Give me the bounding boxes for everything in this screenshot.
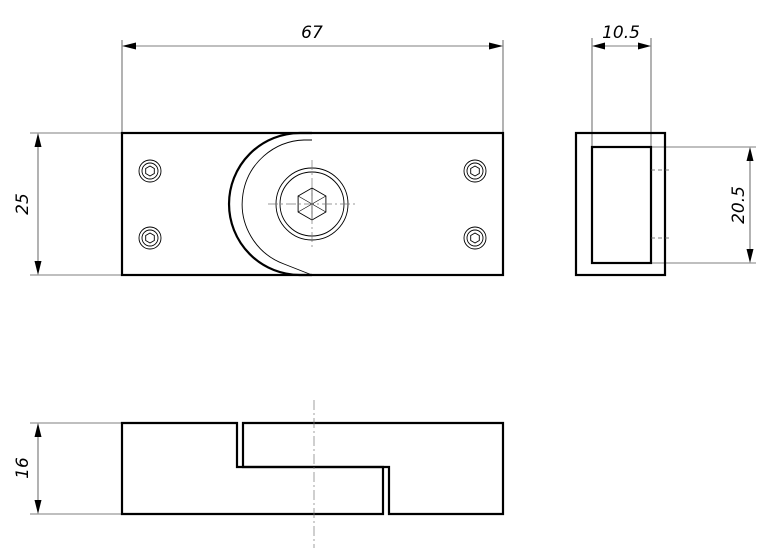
screw-top-right [463,159,487,183]
side-view-slot [590,145,653,265]
center-bolt [268,160,356,248]
dimension-side-width: 10.5 [591,23,652,147]
bottom-view: 16 [13,400,505,548]
dimension-bottom-height: 16 [13,422,122,515]
front-view-outline [120,131,505,277]
bottom-view-left-part [120,421,385,516]
front-view: 67 25 [13,23,505,277]
dimension-length-label: 67 [301,23,323,43]
front-view-arc-outer [227,131,312,277]
dimension-side-height: 20.5 [651,146,756,264]
dimension-height: 25 [13,132,122,276]
dimension-bottom-height-label: 16 [13,457,33,479]
bottom-view-right-part [241,421,505,516]
side-view-outline [574,131,667,277]
screw-bottom-left [138,226,162,250]
dimension-height-label: 25 [13,193,33,215]
screw-top-left [138,159,162,183]
dimension-side-height-label: 20.5 [729,186,749,224]
side-view: 10.5 20.5 [574,23,756,277]
dimension-side-width-label: 10.5 [602,23,640,43]
front-view-arc-inner [241,139,313,276]
screw-bottom-right [463,226,487,250]
dimension-length: 67 [121,23,504,133]
